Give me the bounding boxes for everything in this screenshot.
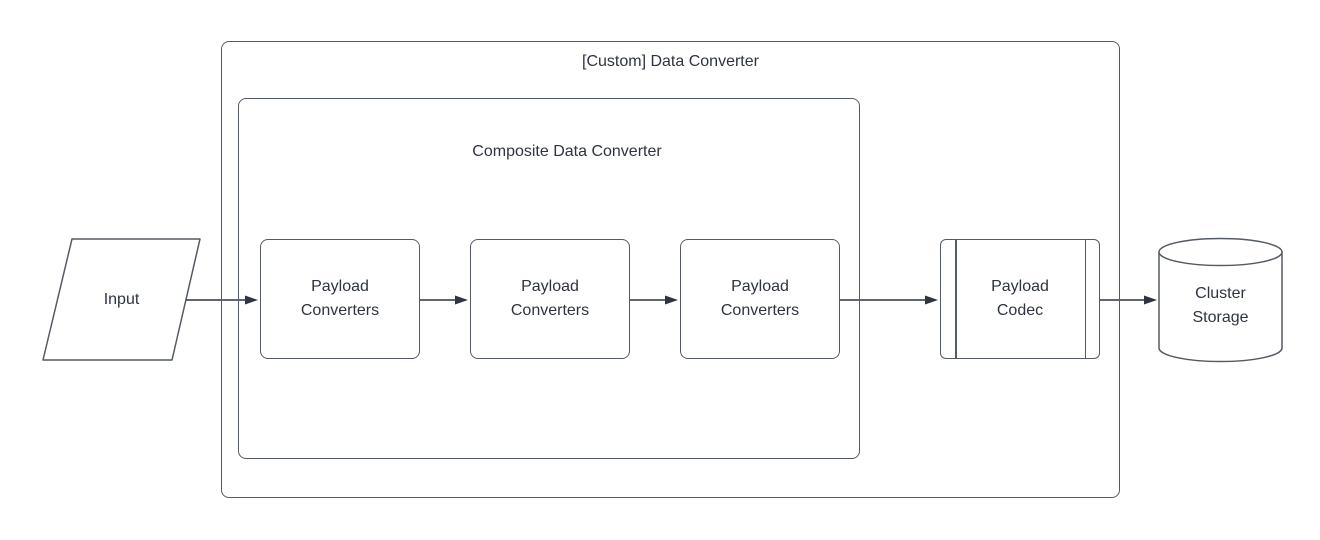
input-parallelogram-shape — [42, 238, 201, 361]
arrow-codec-to-storage — [1100, 295, 1157, 305]
payload-converters-node-3: Payload Converters — [680, 239, 840, 359]
composite-data-converter-title: Composite Data Converter — [472, 143, 662, 160]
cluster-storage-cylinder-top — [1158, 237, 1283, 267]
arrow-input-to-converter1 — [186, 295, 258, 305]
payload-converters-label-3: Payload Converters — [720, 278, 800, 319]
arrow-converter2-to-converter3 — [630, 295, 678, 305]
composite-data-converter-container — [238, 98, 860, 459]
payload-converters-node-2: Payload Converters — [470, 239, 630, 359]
codec-right-bar — [1084, 240, 1086, 358]
payload-converters-node-1: Payload Converters — [260, 239, 420, 359]
cluster-storage-node-label: Cluster Storage — [1192, 285, 1249, 326]
codec-left-bar — [955, 240, 957, 358]
payload-codec-label: Payload Codec — [991, 278, 1049, 319]
payload-converters-label-2: Payload Converters — [510, 278, 590, 319]
arrow-converter1-to-converter2 — [420, 295, 468, 305]
cluster-storage-cylinder-body — [1158, 252, 1283, 363]
payload-converters-label-1: Payload Converters — [300, 278, 380, 319]
custom-data-converter-container — [221, 41, 1120, 498]
payload-codec-node: Payload Codec — [940, 239, 1100, 359]
custom-data-converter-title: [Custom] Data Converter — [582, 53, 759, 70]
input-node-label: Input — [103, 290, 140, 308]
arrow-converter3-to-codec — [840, 295, 938, 305]
